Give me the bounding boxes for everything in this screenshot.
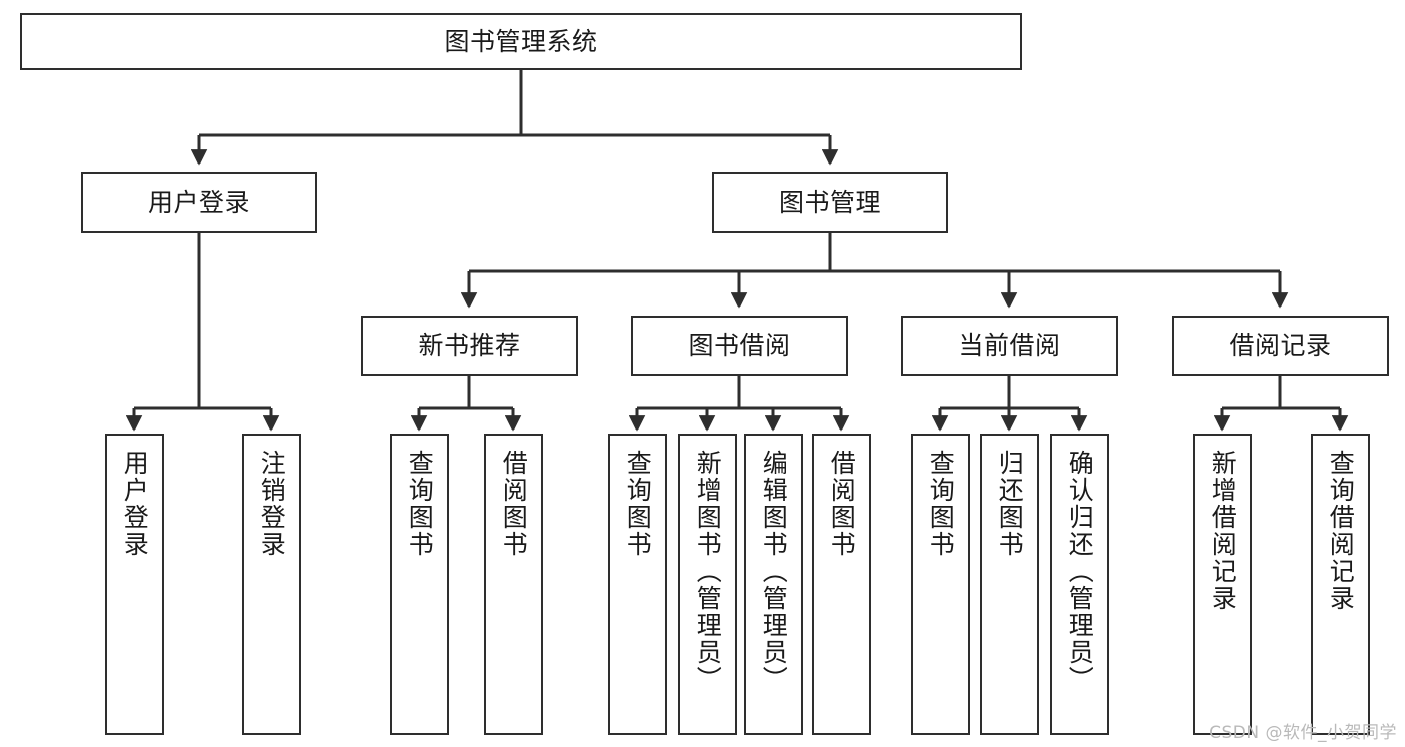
node-label: 图书管理	[778, 187, 881, 217]
node-leaf-query-book-recommend[interactable]: 查询图书	[390, 434, 449, 735]
node-leaf-borrow-book-recommend[interactable]: 借阅图书	[484, 434, 543, 735]
node-label: 新书推荐	[418, 331, 521, 361]
node-label: 查询图书	[926, 450, 956, 558]
node-label: 当前借阅	[958, 331, 1061, 361]
node-label: 新增借阅记录	[1208, 450, 1238, 612]
node-label: 图书借阅	[688, 331, 791, 361]
node-leaf-query-book-current[interactable]: 查询图书	[911, 434, 970, 735]
node-label: 查询借阅记录	[1326, 450, 1356, 612]
node-leaf-add-borrow-record[interactable]: 新增借阅记录	[1193, 434, 1252, 735]
node-label: 借阅记录	[1229, 331, 1332, 361]
node-current-borrow[interactable]: 当前借阅	[901, 316, 1118, 376]
node-leaf-add-book-admin[interactable]: 新增图书（管理员）	[678, 434, 737, 735]
node-book-management[interactable]: 图书管理	[712, 172, 948, 233]
node-leaf-query-book-borrow[interactable]: 查询图书	[608, 434, 667, 735]
csdn-watermark: CSDN @软件_小贺同学	[1209, 723, 1397, 743]
node-root-book-management-system[interactable]: 图书管理系统	[20, 13, 1022, 70]
node-leaf-query-borrow-record[interactable]: 查询借阅记录	[1311, 434, 1370, 735]
node-label: 查询图书	[623, 450, 653, 558]
node-label: 借阅图书	[499, 450, 529, 558]
node-label: 编辑图书（管理员）	[759, 450, 789, 693]
node-label: 查询图书	[405, 450, 435, 558]
node-new-book-recommend[interactable]: 新书推荐	[361, 316, 578, 376]
node-leaf-edit-book-admin[interactable]: 编辑图书（管理员）	[744, 434, 803, 735]
node-leaf-confirm-return-admin[interactable]: 确认归还（管理员）	[1050, 434, 1109, 735]
node-label: 确认归还（管理员）	[1065, 450, 1095, 693]
node-leaf-user-login[interactable]: 用户登录	[105, 434, 164, 735]
node-label: 归还图书	[995, 450, 1025, 558]
node-label: 新增图书（管理员）	[693, 450, 723, 693]
node-leaf-return-book[interactable]: 归还图书	[980, 434, 1039, 735]
node-borrow-record[interactable]: 借阅记录	[1172, 316, 1389, 376]
node-label: 借阅图书	[827, 450, 857, 558]
node-label: 用户登录	[147, 187, 250, 217]
node-leaf-borrow-book[interactable]: 借阅图书	[812, 434, 871, 735]
node-leaf-logout[interactable]: 注销登录	[242, 434, 301, 735]
node-user-login[interactable]: 用户登录	[81, 172, 317, 233]
node-label: 注销登录	[257, 450, 287, 558]
node-label: 图书管理系统	[444, 26, 598, 56]
node-label: 用户登录	[120, 450, 150, 558]
node-book-borrow[interactable]: 图书借阅	[631, 316, 848, 376]
